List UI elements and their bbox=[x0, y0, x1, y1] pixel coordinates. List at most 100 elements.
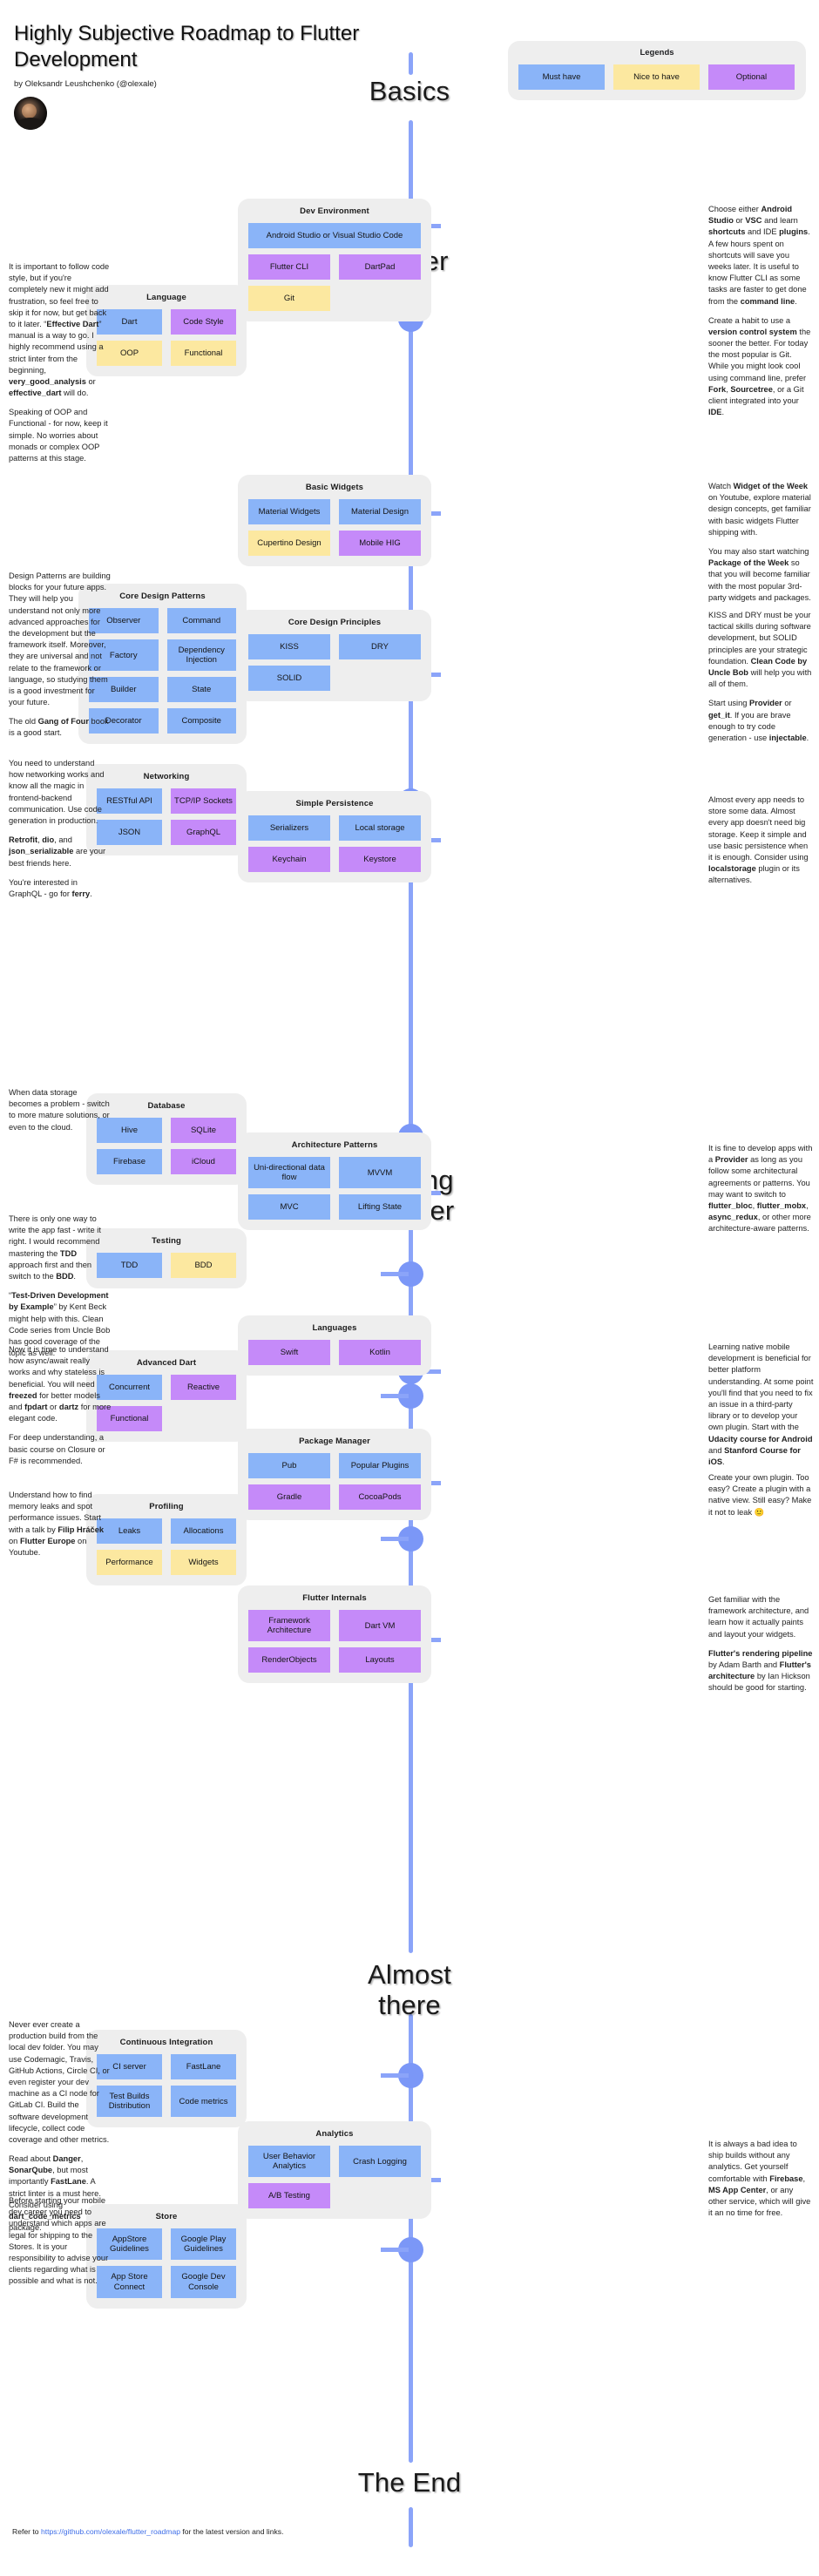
chip-oop[interactable]: OOP bbox=[97, 341, 162, 366]
chip-hive[interactable]: Hive bbox=[97, 1118, 162, 1143]
chip-tcp-ip-sockets[interactable]: TCP/IP Sockets bbox=[171, 788, 236, 814]
legend-chip-yellow: Nice to have bbox=[613, 64, 700, 90]
chip-mvc[interactable]: MVC bbox=[248, 1194, 330, 1220]
chip-app-store-connect[interactable]: App Store Connect bbox=[97, 2266, 162, 2298]
chip-serializers[interactable]: Serializers bbox=[248, 815, 330, 841]
chip-solid[interactable]: SOLID bbox=[248, 666, 330, 691]
chip-cupertino-design[interactable]: Cupertino Design bbox=[248, 531, 330, 556]
chip-sqlite[interactable]: SQLite bbox=[171, 1118, 236, 1143]
chip-functional[interactable]: Functional bbox=[97, 1406, 162, 1431]
chip-composite[interactable]: Composite bbox=[166, 708, 236, 734]
note-networking: You need to understand how networking wo… bbox=[9, 758, 112, 900]
chip-flutter-cli[interactable]: Flutter CLI bbox=[248, 254, 330, 280]
chip-mvvm[interactable]: MVVM bbox=[339, 1157, 421, 1189]
chip-lifting-state[interactable]: Lifting State bbox=[339, 1194, 421, 1220]
chip-android-studio-or-visual-studio-code[interactable]: Android Studio or Visual Studio Code bbox=[248, 223, 421, 248]
chip-material-widgets[interactable]: Material Widgets bbox=[248, 499, 330, 524]
chip-framework-architecture[interactable]: Framework Architecture bbox=[248, 1610, 330, 1642]
chip-tdd[interactable]: TDD bbox=[97, 1253, 162, 1278]
group-title-core-design-patterns: Core Design Patterns bbox=[119, 592, 206, 601]
chip-widgets[interactable]: Widgets bbox=[171, 1550, 236, 1575]
chip-swift[interactable]: Swift bbox=[248, 1340, 330, 1365]
chip-google-dev-console[interactable]: Google Dev Console bbox=[171, 2266, 236, 2298]
chip-fastlane[interactable]: FastLane bbox=[171, 2054, 236, 2079]
chip-a-b-testing[interactable]: A/B Testing bbox=[248, 2183, 330, 2209]
chip-dependency-injection[interactable]: Dependency Injection bbox=[166, 639, 236, 672]
chip-appstore-guidelines[interactable]: AppStore Guidelines bbox=[97, 2228, 162, 2261]
timeline-node[interactable] bbox=[381, 2063, 423, 2088]
chip-functional[interactable]: Functional bbox=[171, 341, 236, 366]
note-dev-environment-paragraph: Create a habit to use a version control … bbox=[708, 315, 811, 417]
avatar bbox=[14, 97, 47, 131]
chip-keystore[interactable]: Keystore bbox=[339, 847, 421, 872]
repo-link[interactable]: https://github.com/olexale/flutter_roadm… bbox=[40, 2527, 180, 2536]
group-title-architecture-patterns: Architecture Patterns bbox=[291, 1140, 378, 1150]
note-advanced-dart: Now it is time to understand how async/a… bbox=[9, 1344, 112, 1467]
note-testing-paragraph: “Test-Driven Development by Example” by … bbox=[9, 1291, 111, 1358]
chip-builder[interactable]: Builder bbox=[89, 677, 159, 703]
chip-observer[interactable]: Observer bbox=[89, 608, 159, 633]
chip-google-play-guidelines[interactable]: Google Play Guidelines bbox=[171, 2228, 236, 2261]
chip-json[interactable]: JSON bbox=[97, 820, 162, 845]
chip-command[interactable]: Command bbox=[166, 608, 236, 633]
chip-material-design[interactable]: Material Design bbox=[339, 499, 421, 524]
chip-state[interactable]: State bbox=[166, 677, 236, 703]
group-title-languages: Languages bbox=[312, 1323, 357, 1333]
node-connector bbox=[381, 1272, 409, 1276]
chip-decorator[interactable]: Decorator bbox=[89, 708, 159, 734]
chip-popular-plugins[interactable]: Popular Plugins bbox=[339, 1453, 421, 1478]
chip-icloud[interactable]: iCloud bbox=[171, 1149, 236, 1174]
chip-reactive[interactable]: Reactive bbox=[171, 1375, 236, 1400]
chip-firebase[interactable]: Firebase bbox=[97, 1149, 162, 1174]
chip-concurrent[interactable]: Concurrent bbox=[97, 1375, 162, 1400]
timeline-node[interactable] bbox=[381, 2237, 423, 2262]
note-core-design-principles-paragraph: KISS and DRY must be your tactical skill… bbox=[708, 611, 812, 689]
note-basic-widgets-paragraph: You may also start watching Package of t… bbox=[708, 546, 811, 602]
chip-local-storage[interactable]: Local storage bbox=[339, 815, 421, 841]
chip-factory[interactable]: Factory bbox=[89, 639, 159, 672]
chip-kotlin[interactable]: Kotlin bbox=[339, 1340, 421, 1365]
timeline-node[interactable] bbox=[381, 1261, 423, 1287]
chip-leaks[interactable]: Leaks bbox=[97, 1518, 162, 1544]
note-package-manager-paragraph: Create your own plugin. Too easy? Create… bbox=[708, 1473, 812, 1517]
note-core-design-patterns-paragraph: Design Patterns are building blocks for … bbox=[9, 571, 111, 707]
group-title-analytics: Analytics bbox=[315, 2129, 354, 2139]
chip-crash-logging[interactable]: Crash Logging bbox=[339, 2146, 421, 2178]
chip-layouts[interactable]: Layouts bbox=[339, 1647, 421, 1673]
chip-allocations[interactable]: Allocations bbox=[171, 1518, 236, 1544]
note-profiling-paragraph: Understand how to find memory leaks and … bbox=[9, 1491, 105, 1557]
chip-gradle[interactable]: Gradle bbox=[248, 1484, 330, 1510]
chip-keychain[interactable]: Keychain bbox=[248, 847, 330, 872]
chip-graphql[interactable]: GraphQL bbox=[171, 820, 236, 845]
chip-cocoapods[interactable]: CocoaPods bbox=[339, 1484, 421, 1510]
chip-bdd[interactable]: BDD bbox=[171, 1253, 236, 1278]
chip-kiss[interactable]: KISS bbox=[248, 634, 330, 659]
node-connector bbox=[381, 2248, 409, 2252]
chip-pub[interactable]: Pub bbox=[248, 1453, 330, 1478]
chip-renderobjects[interactable]: RenderObjects bbox=[248, 1647, 330, 1673]
chip-code-metrics[interactable]: Code metrics bbox=[171, 2086, 236, 2118]
footer-prefix: Refer to bbox=[12, 2527, 41, 2536]
chip-code-style[interactable]: Code Style bbox=[171, 309, 236, 335]
group-title-testing: Testing bbox=[152, 1236, 181, 1246]
chip-dart[interactable]: Dart bbox=[97, 309, 162, 335]
chip-mobile-hig[interactable]: Mobile HIG bbox=[339, 531, 421, 556]
chip-dart-vm[interactable]: Dart VM bbox=[339, 1610, 421, 1642]
chip-uni-directional-data-flow[interactable]: Uni-directional data flow bbox=[248, 1157, 330, 1189]
chip-user-behavior-analytics[interactable]: User Behavior Analytics bbox=[248, 2146, 330, 2178]
chip-dartpad[interactable]: DartPad bbox=[339, 254, 421, 280]
timeline-node[interactable] bbox=[381, 1526, 423, 1552]
chip-dry[interactable]: DRY bbox=[339, 634, 421, 659]
timeline-node[interactable] bbox=[381, 1383, 423, 1409]
chip-ci-server[interactable]: CI server bbox=[97, 2054, 162, 2079]
chip-restful-api[interactable]: RESTful API bbox=[97, 788, 162, 814]
chip-performance[interactable]: Performance bbox=[97, 1550, 162, 1575]
chip-test-builds-distribution[interactable]: Test Builds Distribution bbox=[97, 2086, 162, 2118]
chip-git[interactable]: Git bbox=[248, 286, 330, 311]
